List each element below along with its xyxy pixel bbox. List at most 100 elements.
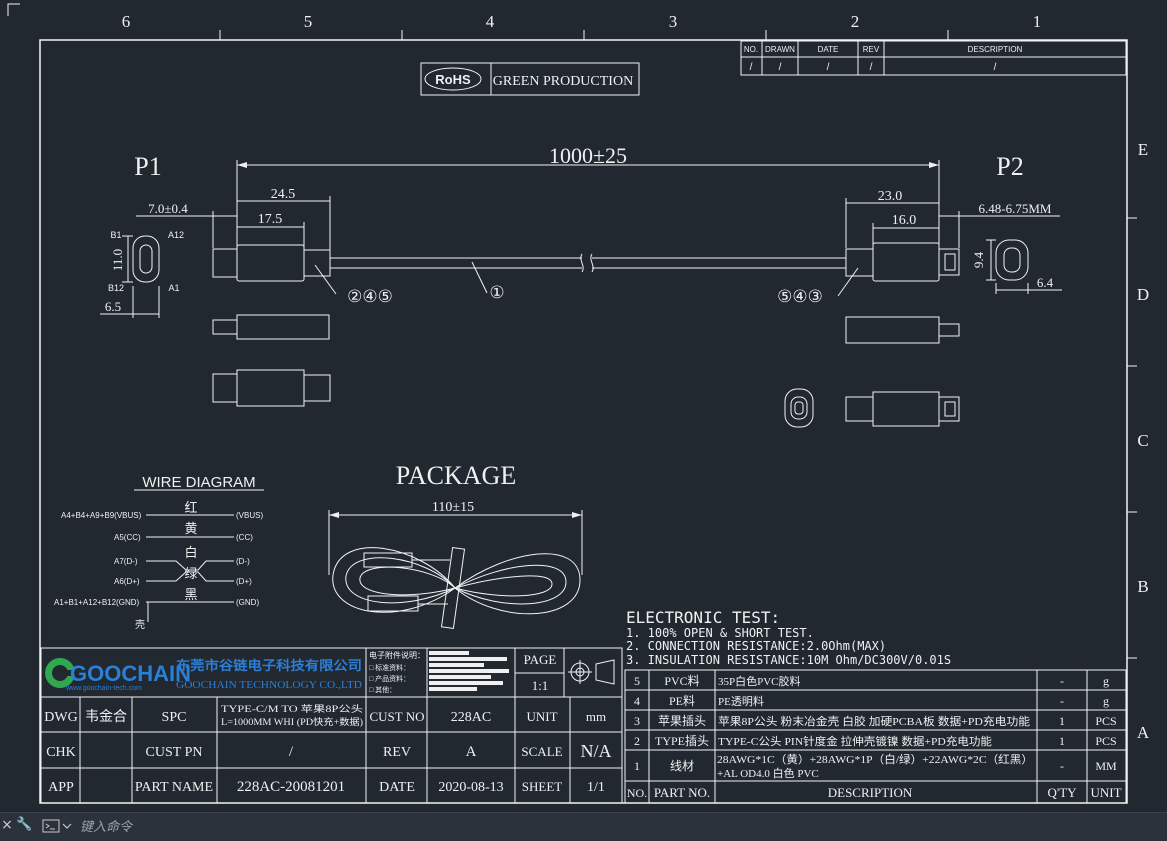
close-icon[interactable]: × (1, 817, 13, 833)
wire-row-dminus-right: (D-) (236, 557, 250, 566)
chk-label: CHK (46, 745, 76, 760)
bom-row3-no: 3 (634, 714, 640, 728)
zone-number-4: 4 (486, 12, 495, 31)
p2-callout: ⑤④③ (777, 287, 823, 306)
wrench-icon[interactable]: 🔧 (16, 817, 33, 832)
rev-header-date: DATE (818, 45, 839, 54)
zone-number-5: 5 (304, 12, 313, 31)
package-dim: 110±15 (432, 500, 474, 515)
zone-number-6: 6 (122, 12, 131, 31)
rev-cell-drawn: / (779, 62, 782, 73)
p1-pin-a1: A1 (168, 283, 179, 293)
bom-row1-part: 线材 (670, 759, 694, 773)
notes-title: 电子附件说明： (369, 650, 425, 660)
zone-letter-e: E (1138, 140, 1148, 159)
command-line-bar: × 🔧 (0, 812, 1167, 841)
cad-drawing: 6 5 4 3 2 1 E D C B A NO. DRAWN DATE REV… (7, 3, 1150, 804)
wire-row-vbus-left: A4+B4+A9+B9(VBUS) (61, 511, 142, 520)
wire-row-vbus-color: 红 (184, 500, 197, 515)
revision-table (740, 40, 1127, 76)
p2-end-view (986, 239, 1062, 294)
bom-row2-no: 2 (634, 734, 640, 748)
command-input[interactable] (78, 816, 1162, 838)
zone-letter-d: D (1137, 285, 1149, 304)
rev-header-rev: REV (863, 45, 880, 54)
rohs-label: GREEN PRODUCTION (493, 74, 633, 89)
p2-overall-dim: 23.0 (878, 189, 903, 204)
p2-body-dim: 16.0 (892, 213, 917, 228)
bom-header-part: PART NO. (654, 785, 710, 800)
p1-pin-b1: B1 (110, 230, 121, 240)
wire-row-dplus-left: A6(D+) (114, 577, 140, 586)
page-label: PAGE (524, 652, 557, 667)
p1-body-dim: 17.5 (258, 212, 283, 227)
bom-row1-unit: MM (1095, 759, 1117, 773)
title-block-grid (40, 647, 623, 804)
bom-row3-desc: 苹果8P公头 粉末冶金壳 白胶 加硬PCBA板 数据+PD充电功能 (718, 714, 1030, 728)
p2-connector-side-view (845, 242, 960, 282)
spc-desc-1: TYPE-C/M TO 苹果8P公头 (221, 703, 363, 714)
unit-label: UNIT (526, 709, 557, 724)
p2-extra-views (784, 316, 960, 428)
dwg-value: 韦金合 (85, 709, 127, 725)
wire-row-dplus-color: 绿 (184, 566, 197, 581)
p2-thick-dim: 6.4 (1037, 275, 1054, 290)
bom-row4-part: PE料 (669, 694, 695, 708)
company-logo (45, 658, 76, 688)
bom-row5-part: PVC料 (664, 674, 699, 688)
bom-header-description: DESCRIPTION (828, 785, 913, 800)
p1-end-view (100, 235, 160, 318)
notes-line-1: □ 标准资料： (369, 663, 410, 672)
bom-row1-desc2: +AL OD4.0 白色 PVC (717, 766, 819, 780)
rev-cell-no: / (750, 62, 753, 73)
company-name-cn: 东莞市谷链电子科技有限公司 (176, 658, 362, 674)
logo-url: www.goochain-tech.com (65, 685, 142, 692)
rohs-logo-oval (424, 67, 482, 91)
date-value: 2020-08-13 (438, 780, 503, 795)
part-name-value: 228AC-20081201 (237, 779, 345, 795)
zone-letter-c: C (1137, 431, 1148, 450)
wire-row-gnd-right: (GND) (236, 598, 259, 607)
bom-row5-qty: - (1060, 674, 1064, 688)
cust-pn-value: / (289, 744, 294, 760)
cust-no-value: 228AC (451, 710, 491, 725)
wire-row-cc-left: A5(CC) (114, 533, 141, 542)
package-title: PACKAGE (396, 461, 516, 490)
bom-row2-unit: PCS (1095, 734, 1116, 748)
date-label: DATE (379, 780, 415, 795)
rev-value: A (466, 744, 477, 760)
bom-row2-qty: 1 (1059, 734, 1065, 748)
bom-row5-desc: 35P白色PVC胶料 (718, 674, 801, 688)
p1-pin-b12: B12 (108, 283, 124, 293)
p1-pin-a12: A12 (168, 230, 184, 240)
p1-callout: ②④⑤ (347, 287, 393, 306)
wire-row-dminus-color: 白 (184, 545, 197, 560)
logo-text: GOOCHAIN (70, 661, 191, 686)
qr-code-block (429, 651, 509, 691)
p2-width-dim: 6.48-6.75MM (979, 201, 1052, 216)
wire-row-cc-right: (CC) (236, 533, 253, 542)
part-name-label: PART NAME (135, 780, 213, 795)
rev-label: REV (383, 745, 411, 760)
top-zone-ticks (219, 30, 1137, 659)
rev-header-drawn: DRAWN (765, 45, 795, 54)
bom-row2-part: TYPE插头 (655, 734, 709, 748)
notes-line-3: □ 其他： (369, 685, 396, 694)
p1-extra-views (212, 314, 331, 407)
bom-header-unit: UNIT (1090, 785, 1121, 800)
command-prompt-icon[interactable] (42, 818, 74, 834)
bom-row2-desc: TYPE-C公头 PIN针度金 拉伸壳镀镍 数据+PD充电功能 (718, 734, 992, 748)
bom-row3-unit: PCS (1095, 714, 1116, 728)
cust-pn-label: CUST PN (146, 745, 203, 760)
bom-row4-desc: PE透明料 (718, 694, 764, 708)
bom-row3-part: 苹果插头 (658, 714, 706, 728)
spc-label: SPC (162, 710, 187, 725)
sheet-value: 1/1 (587, 780, 605, 795)
company-name-en: GOOCHAIN TECHNOLOGY CO.,LTD (176, 679, 362, 691)
rev-cell-date: / (827, 62, 830, 73)
bom-table-grid (624, 669, 1127, 804)
wire-row-gnd-color: 黑 (184, 587, 197, 602)
bom-row1-desc: 28AWG*1C（黄）+28AWG*1P（白/绿）+22AWG*2C（红黑） (717, 752, 1033, 766)
cust-no-label: CUST NO (369, 709, 424, 724)
p1-overall-dim: 24.5 (271, 187, 296, 202)
